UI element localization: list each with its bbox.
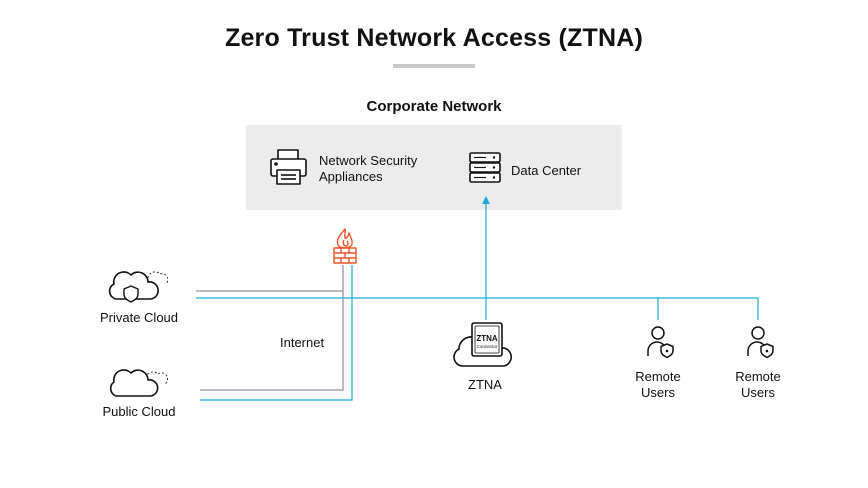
private-cloud-icon [108,271,169,303]
remote-users-label-1: Remote Users [628,369,688,401]
internet-links [196,265,344,391]
title-underline [393,64,475,68]
printer-icon [270,149,307,185]
arrow-head-icon [482,196,490,204]
corporate-network-title: Corporate Network [366,98,502,115]
private-cloud-label: Private Cloud [99,310,179,325]
remote-users-1-line1: Remote [635,369,681,384]
ztna-links [196,196,759,401]
ztna-link-private-cloud [196,297,759,320]
remote-user-icon-2 [747,326,774,359]
network-security-label-line1: Network Security [319,153,418,168]
remote-user-icon-1 [647,326,674,359]
public-cloud-icon [109,369,169,397]
corporate-network-box [246,125,622,210]
internet-link-public-cloud [200,291,344,391]
remote-users-label-2: Remote Users [728,369,788,401]
internet-link-private-cloud [196,265,344,292]
data-center-label: Data Center [511,163,582,178]
ztna-label: ZTNA [468,377,502,392]
firewall-icon [333,228,357,264]
ztna-badge-line2: Connector [477,344,498,349]
public-cloud-label: Public Cloud [102,404,176,419]
ztna-badge-line1: ZTNA [476,334,498,343]
network-security-label: Network Security Appliances [319,153,417,185]
ztna-link-public-cloud [200,265,353,401]
ztna-connector-icon: ZTNA Connector [453,322,513,367]
internet-label: Internet [280,335,325,350]
network-security-label-line2: Appliances [319,169,383,184]
remote-users-2-line2: Users [741,385,775,400]
page-title: Zero Trust Network Access (ZTNA) [224,24,644,52]
server-rack-icon [469,152,501,183]
remote-users-2-line1: Remote [735,369,781,384]
remote-users-1-line2: Users [641,385,675,400]
